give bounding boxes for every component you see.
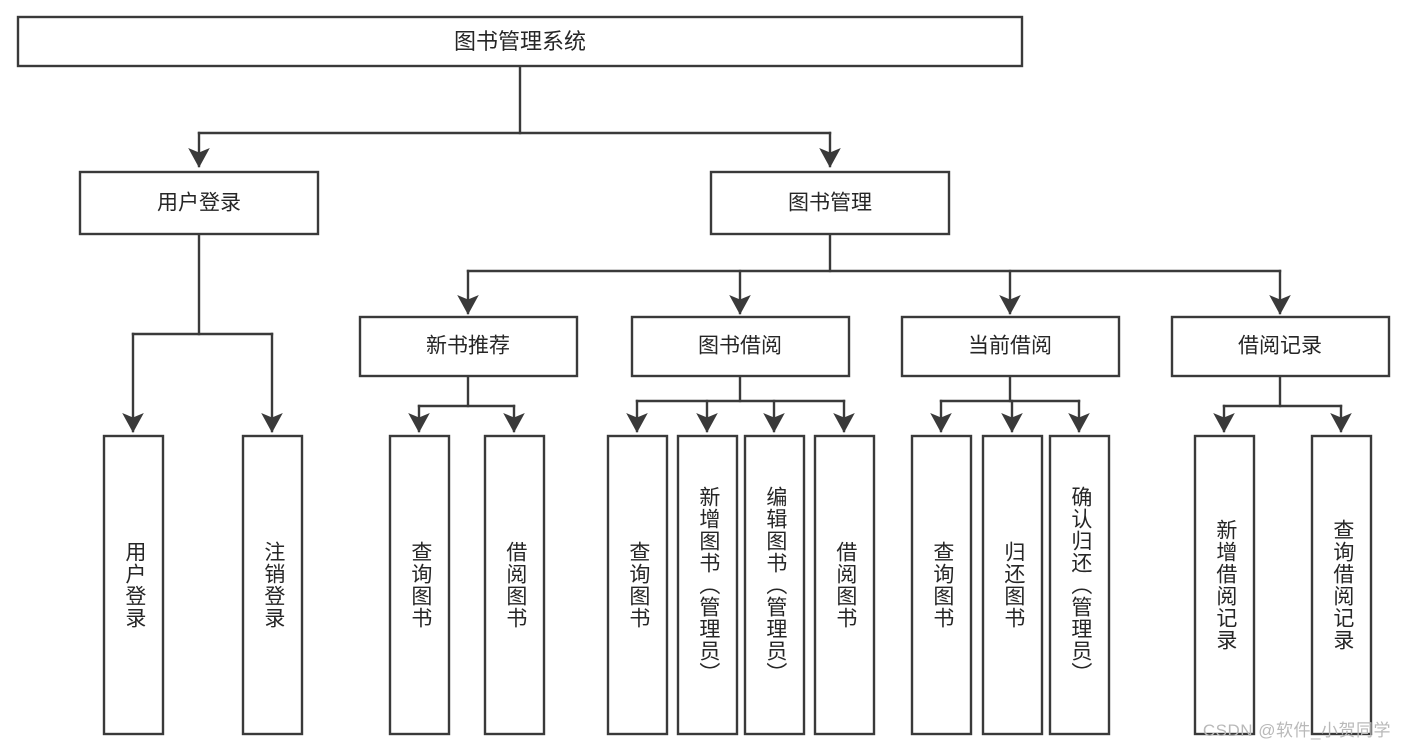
node-book-manage-label: 图书管理 <box>788 192 872 215</box>
node-user-login-label: 用户登录 <box>157 192 241 215</box>
node-borrow-record-box[interactable] <box>1170 315 1391 378</box>
node-root-label: 图书管理系统 <box>454 29 586 54</box>
node-leaf-query-record-box[interactable] <box>1310 434 1373 736</box>
node-book-manage-box[interactable] <box>709 170 951 236</box>
node-leaf-user-logout-box[interactable] <box>241 434 304 736</box>
node-leaf-edit-book-box[interactable] <box>743 434 806 736</box>
node-book-borrow-label: 图书借阅 <box>698 335 782 358</box>
node-current-borrow-box[interactable] <box>900 315 1121 378</box>
node-leaf-query-book-1-box[interactable] <box>388 434 451 736</box>
node-user-login-box[interactable] <box>78 170 320 236</box>
node-leaf-user-login-box[interactable] <box>102 434 165 736</box>
node-new-book-recommend-box[interactable] <box>358 315 579 378</box>
node-leaf-borrow-book-1-box[interactable] <box>483 434 546 736</box>
connectors-group <box>122 64 1352 433</box>
node-new-book-recommend-label: 新书推荐 <box>426 335 510 358</box>
node-leaf-query-book-3-box[interactable] <box>910 434 973 736</box>
node-current-borrow-label: 当前借阅 <box>968 335 1052 358</box>
watermark: CSDN @软件_小贺同学 <box>1202 721 1391 740</box>
node-leaf-add-book-box[interactable] <box>676 434 739 736</box>
node-root-box[interactable] <box>16 15 1024 68</box>
node-leaf-return-book-box[interactable] <box>981 434 1044 736</box>
node-borrow-record-label: 借阅记录 <box>1238 335 1322 358</box>
node-leaf-confirm-return-box[interactable] <box>1048 434 1111 736</box>
node-leaf-query-book-2-box[interactable] <box>606 434 669 736</box>
node-leaf-add-record-box[interactable] <box>1193 434 1256 736</box>
node-leaf-borrow-book-2-box[interactable] <box>813 434 876 736</box>
nodes-group: 图书管理系统 用户登录 图书管理 新书推荐 图书借阅 当前借阅 借阅记录 <box>16 15 1391 736</box>
node-book-borrow-box[interactable] <box>630 315 851 378</box>
